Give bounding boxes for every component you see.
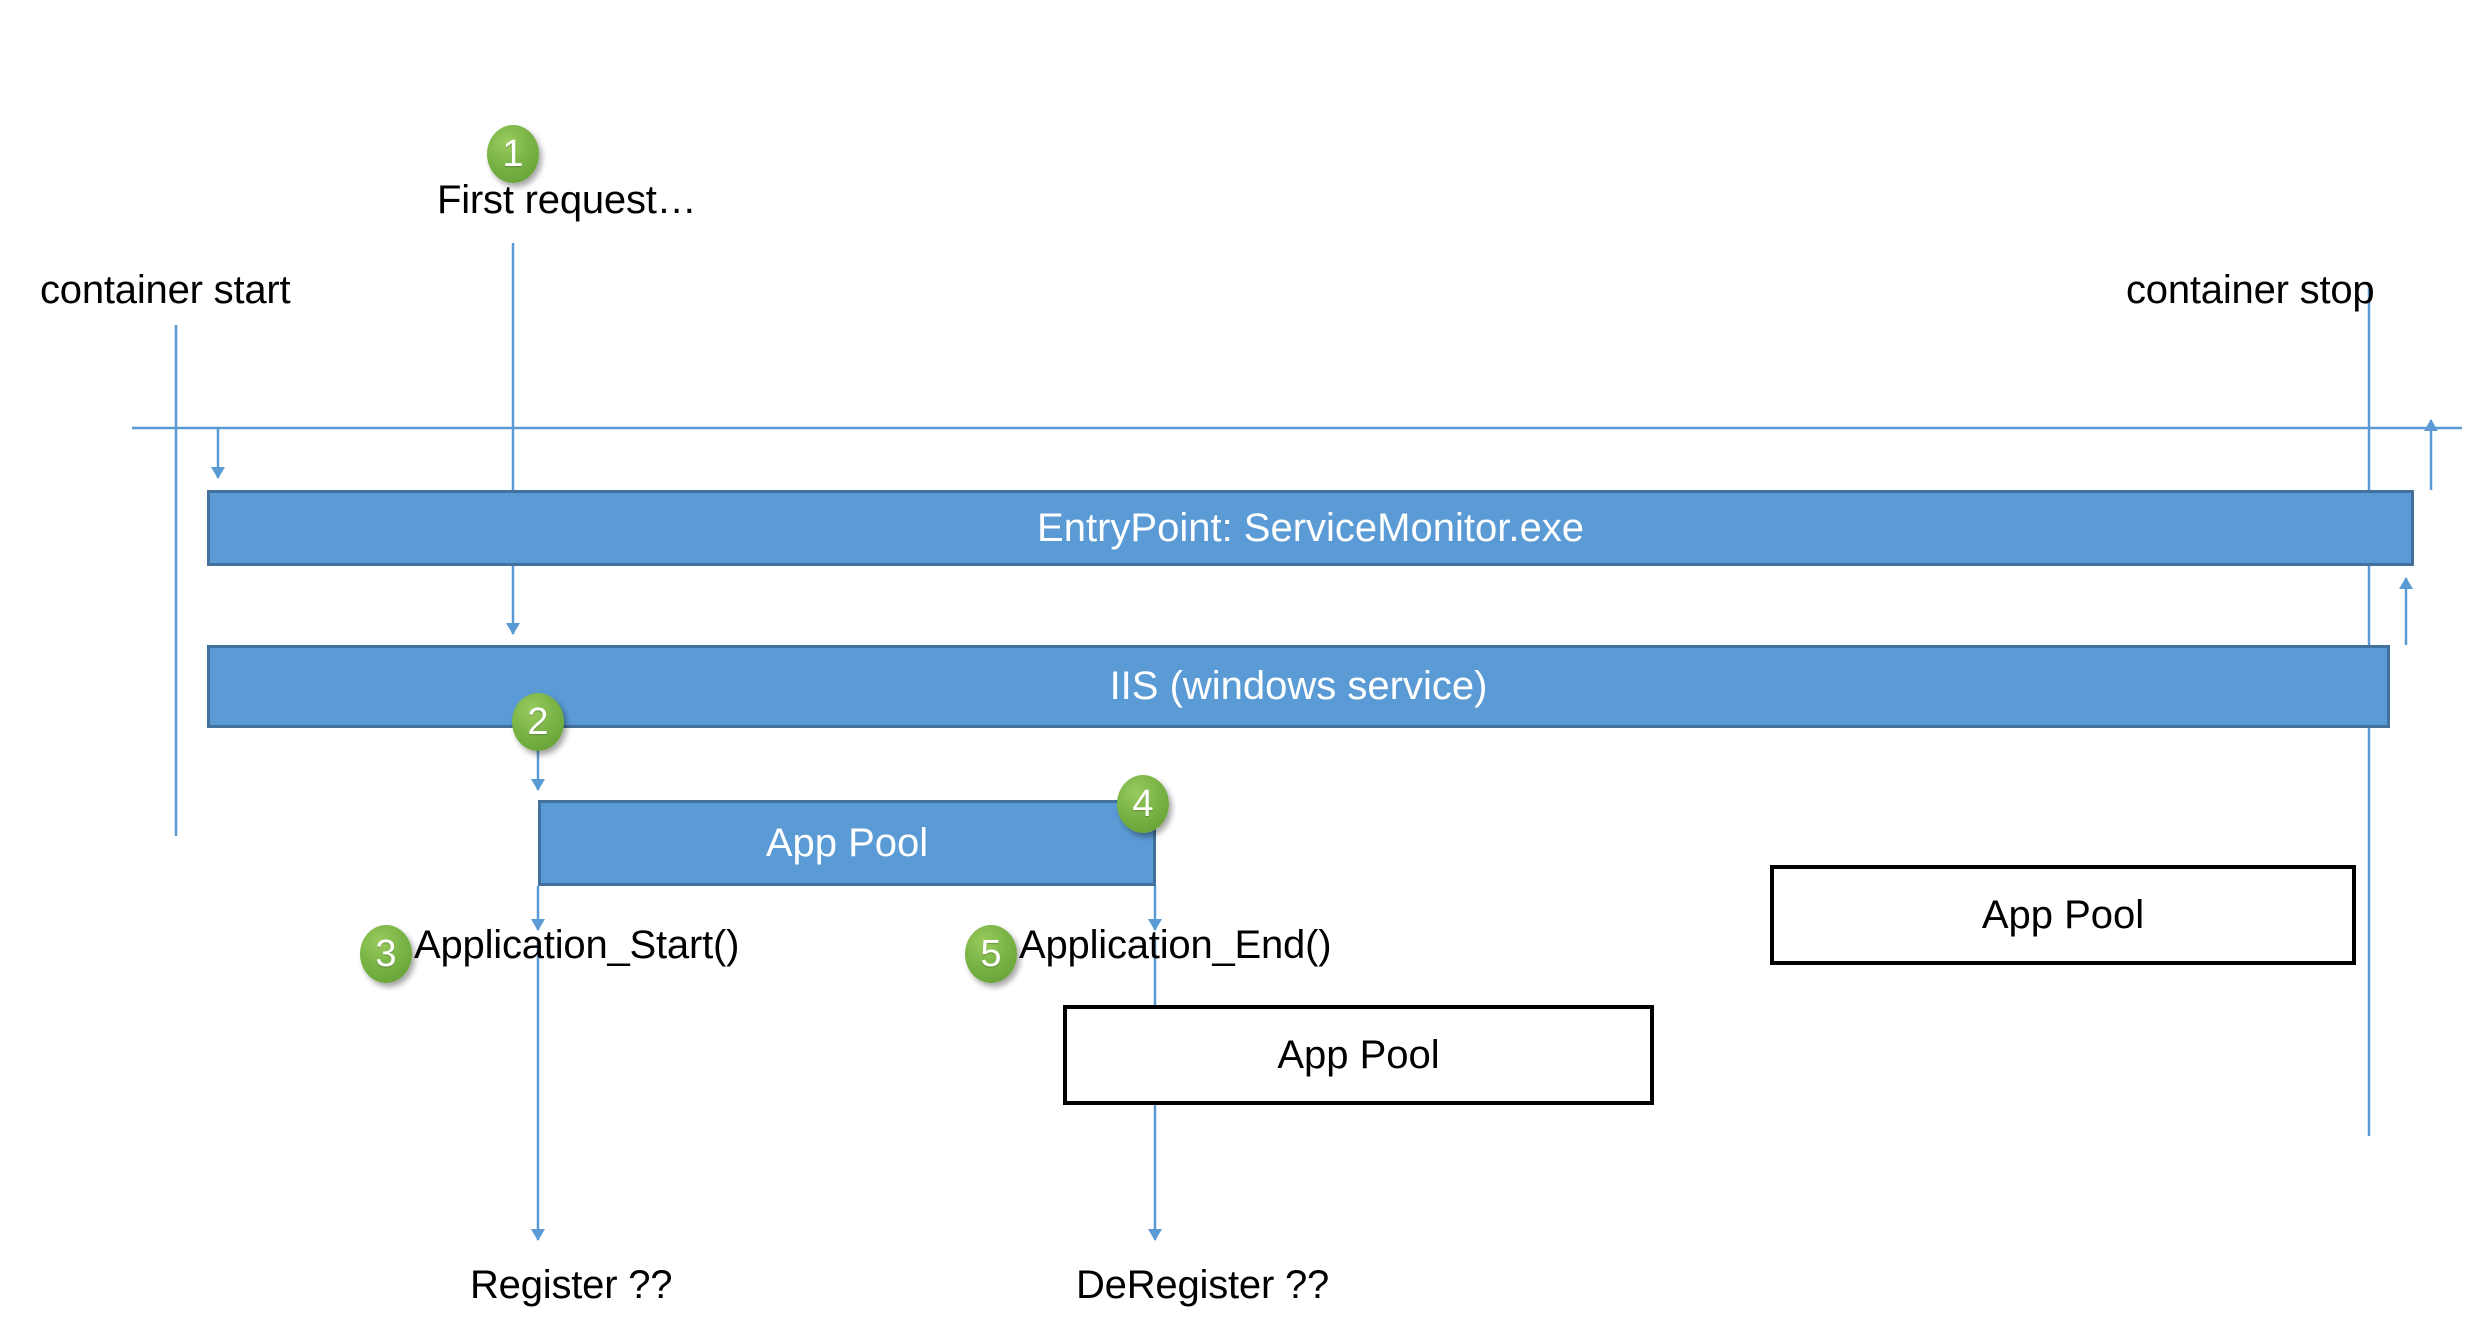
bar-entrypoint-label: EntryPoint: ServiceMonitor.exe — [1037, 505, 1584, 550]
label-container-start: container start — [40, 268, 291, 312]
badge-step-1[interactable]: 1 — [487, 125, 539, 183]
application-end-text: Application_End() — [1019, 923, 1332, 967]
badge-step-2-number: 2 — [527, 701, 549, 743]
badge-step-3[interactable]: 3 — [360, 925, 412, 983]
badge-step-4[interactable]: 4 — [1117, 775, 1169, 833]
label-register: Register ?? — [470, 1263, 673, 1307]
container-start-text: container start — [40, 268, 291, 312]
box-apppool-right[interactable]: App Pool — [1770, 865, 2356, 965]
register-text: Register ?? — [470, 1263, 673, 1307]
container-stop-text: container stop — [2126, 268, 2375, 312]
badge-step-1-number: 1 — [502, 133, 524, 175]
bar-iis[interactable]: IIS (windows service) — [207, 645, 2390, 728]
label-application-end: Application_End() — [1019, 923, 1332, 967]
box-apppool-bottom-label: App Pool — [1277, 1032, 1440, 1077]
bar-apppool[interactable]: App Pool — [538, 800, 1156, 886]
badge-step-5-number: 5 — [980, 933, 1002, 975]
bar-apppool-label: App Pool — [765, 820, 929, 865]
badge-step-5[interactable]: 5 — [965, 925, 1017, 983]
badge-step-3-number: 3 — [375, 933, 397, 975]
label-container-stop: container stop — [2126, 268, 2375, 312]
bar-iis-label: IIS (windows service) — [1109, 664, 1488, 708]
badge-step-2[interactable]: 2 — [512, 693, 564, 751]
badge-step-4-number: 4 — [1132, 783, 1154, 825]
label-first-request: First request… — [437, 180, 697, 220]
box-apppool-right-label: App Pool — [1981, 892, 2145, 937]
box-apppool-bottom[interactable]: App Pool — [1063, 1005, 1654, 1105]
label-application-start: Application_Start() — [414, 925, 739, 965]
application-start-text: Application_Start() — [414, 923, 740, 967]
first-request-text: First request… — [437, 178, 697, 222]
label-deregister: DeRegister ?? — [1076, 1265, 1329, 1305]
deregister-text: DeRegister ?? — [1076, 1263, 1330, 1307]
bar-entrypoint[interactable]: EntryPoint: ServiceMonitor.exe — [207, 490, 2414, 566]
